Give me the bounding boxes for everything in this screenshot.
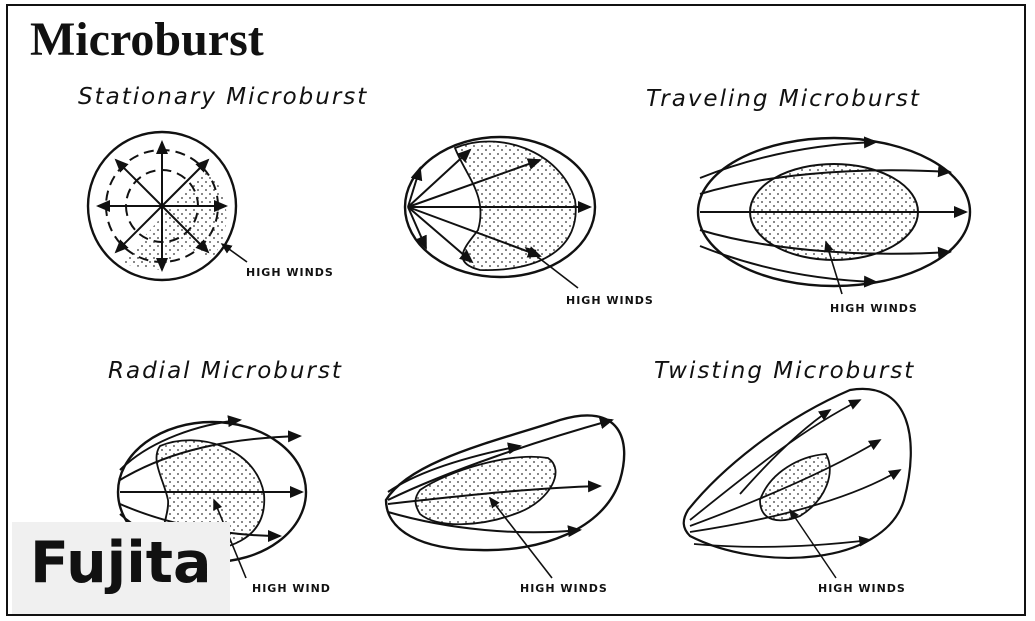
high-winds-label: HIGH WINDS: [520, 582, 608, 595]
high-winds-label: HIGH WINDS: [818, 582, 906, 595]
stationary-diagram: [88, 132, 247, 280]
twisting-diagram: [684, 389, 911, 578]
high-wind-label: HIGH WIND: [252, 582, 331, 595]
high-winds-label: HIGH WINDS: [566, 294, 654, 307]
curved-diagram: [386, 415, 624, 578]
asymmetric-diagram: [405, 137, 595, 288]
traveling-diagram: [698, 138, 970, 294]
high-winds-label: HIGH WINDS: [246, 266, 334, 279]
high-winds-label: HIGH WINDS: [830, 302, 918, 315]
author-name: Fujita: [30, 530, 211, 596]
